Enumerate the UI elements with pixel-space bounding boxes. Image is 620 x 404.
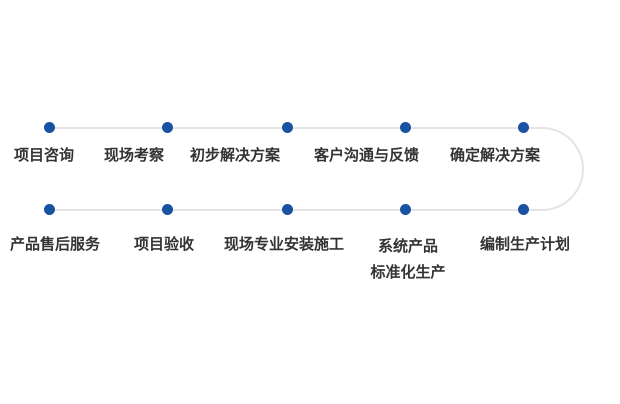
step-dot-top-4: [400, 122, 411, 133]
step-label-bottom-4-line2: 标准化生产: [370, 264, 446, 281]
step-label-top-4: 客户沟通与反馈: [314, 147, 420, 164]
step-dot-bottom-3: [282, 204, 293, 215]
step-dot-top-5: [518, 122, 529, 133]
step-label-bottom-4: 系统产品 标准化生产: [368, 234, 448, 286]
step-label-top-1: 项目咨询: [14, 147, 75, 164]
step-label-top-5: 确定解决方案: [450, 147, 541, 164]
step-label-bottom-1: 产品售后服务: [10, 236, 101, 253]
step-label-bottom-4-line1: 系统产品: [377, 238, 438, 255]
step-dot-top-3: [282, 122, 293, 133]
step-dot-top-1: [44, 122, 55, 133]
step-dot-top-2: [162, 122, 173, 133]
step-dot-bottom-5: [518, 204, 529, 215]
step-label-top-3: 初步解决方案: [190, 147, 281, 164]
step-label-bottom-5: 编制生产计划: [480, 236, 571, 253]
step-label-bottom-3: 现场专业安装施工: [224, 236, 345, 253]
step-label-bottom-2: 项目验收: [134, 236, 195, 253]
step-dot-bottom-4: [400, 204, 411, 215]
step-label-top-2: 现场考察: [104, 147, 165, 164]
step-dot-bottom-2: [162, 204, 173, 215]
step-dot-bottom-1: [44, 204, 55, 215]
